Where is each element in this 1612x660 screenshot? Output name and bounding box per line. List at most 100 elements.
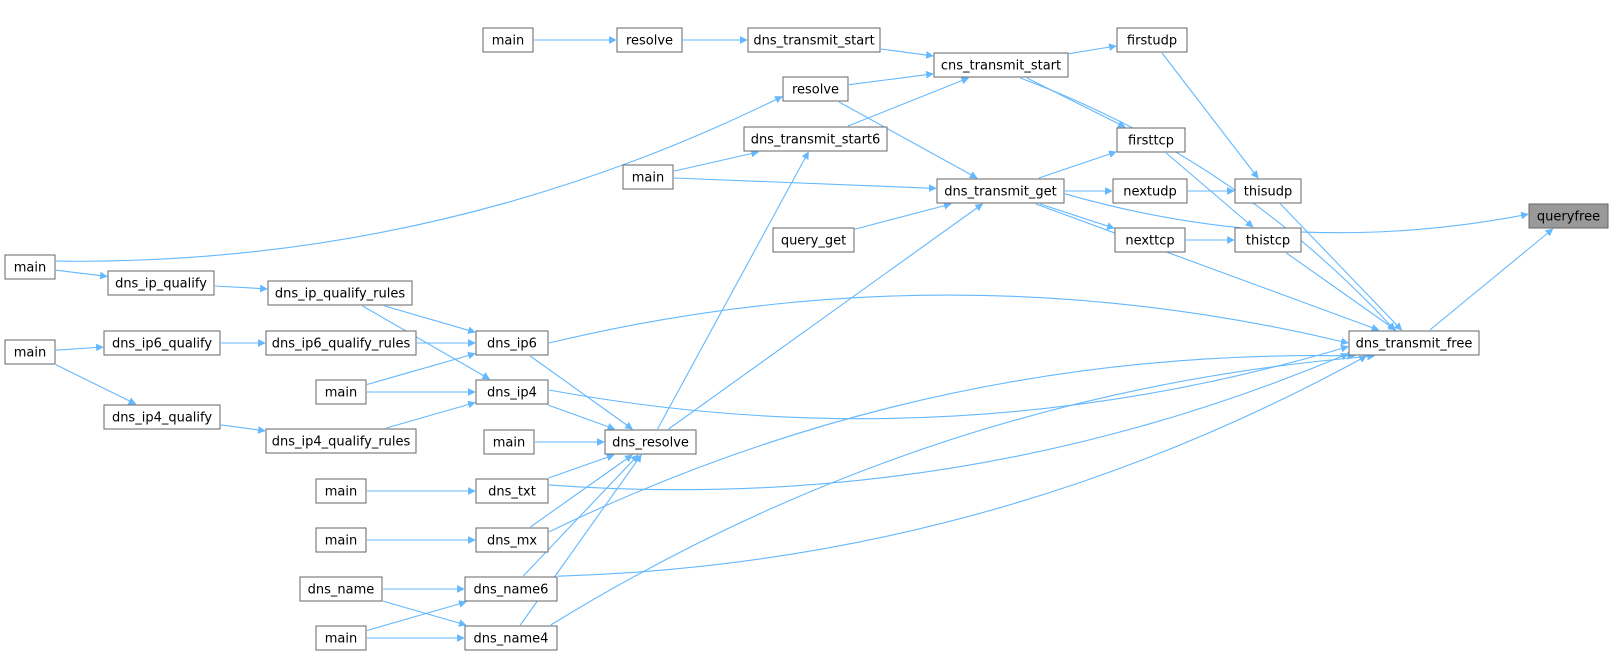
node-main-8[interactable]: main	[315, 527, 367, 553]
node-label: dns_resolve	[612, 436, 689, 451]
node-dns-ip4-qualify-rules[interactable]: dns_ip4_qualify_rules	[265, 428, 417, 454]
node-box	[103, 404, 221, 430]
node-dns-transmit-start[interactable]: dns_transmit_start	[747, 27, 881, 53]
node-label: queryfree	[1537, 210, 1600, 225]
edge-thistcp-to-dns_transmit_free	[1286, 252, 1397, 331]
node-box	[1234, 227, 1302, 253]
node-dns-ip6[interactable]: dns_ip6	[475, 330, 549, 356]
edge-dns_transmit_free-to-queryfree	[1429, 228, 1554, 331]
node-main-4[interactable]: main	[4, 339, 56, 365]
edges-layer	[55, 36, 1554, 642]
edge-main_5-to-dns_ip6	[366, 351, 476, 386]
node-dns-transmit-get[interactable]: dns_transmit_get	[936, 178, 1065, 204]
node-label: nexttcp	[1125, 234, 1174, 249]
node-dns-name4[interactable]: dns_name4	[464, 625, 558, 651]
node-nextudp[interactable]: nextudp	[1112, 178, 1188, 204]
edge-main_9-to-dns_name6	[366, 600, 467, 632]
edge-query_get-to-dns_transmit_get	[854, 202, 952, 230]
edge-cns_transmit_start-to-firsttcp	[1026, 77, 1126, 128]
node-firstudp[interactable]: firstudp	[1116, 27, 1188, 53]
node-main-2[interactable]: main	[622, 164, 674, 190]
node-label: main	[14, 346, 46, 361]
edge-dns_resolve-to-dns_transmit_start6	[657, 151, 809, 430]
node-dns-ip4-qualify[interactable]: dns_ip4_qualify	[103, 404, 221, 430]
node-box	[4, 254, 56, 280]
node-thistcp[interactable]: thistcp	[1234, 227, 1302, 253]
node-main-5[interactable]: main	[315, 379, 367, 405]
node-box	[4, 339, 56, 365]
node-label: query_get	[781, 234, 846, 249]
node-box	[747, 27, 881, 53]
node-box	[743, 126, 888, 152]
edge-firstudp-to-thisudp	[1161, 52, 1259, 179]
edge-dns_txt-to-dns_resolve	[548, 453, 615, 479]
node-resolve-1[interactable]: resolve	[616, 27, 683, 53]
node-thisudp[interactable]: thisudp	[1234, 178, 1302, 204]
edge-thisudp-to-dns_transmit_free	[1280, 203, 1403, 331]
node-label: dns_ip6_qualify_rules	[272, 337, 411, 352]
edge-dns_mx-to-dns_transmit_free	[548, 352, 1356, 533]
edge-main_2-to-dns_transmit_get	[673, 177, 937, 192]
node-dns-txt[interactable]: dns_txt	[475, 478, 549, 504]
node-query-get[interactable]: query_get	[772, 227, 855, 253]
node-main-9[interactable]: main	[315, 625, 367, 651]
node-dns-ip-qualify-rules[interactable]: dns_ip_qualify_rules	[267, 280, 413, 306]
node-box	[1114, 227, 1186, 253]
node-main-3[interactable]: main	[4, 254, 56, 280]
edge-dns_ip_qualify-to-dns_ip_qualify_rules	[214, 284, 268, 293]
node-queryfree[interactable]: queryfree	[1528, 203, 1609, 229]
node-dns-transmit-free[interactable]: dns_transmit_free	[1348, 330, 1480, 356]
node-box	[475, 330, 549, 356]
node-box	[265, 330, 417, 356]
node-dns-ip6-qualify-rules[interactable]: dns_ip6_qualify_rules	[265, 330, 417, 356]
node-box	[265, 428, 417, 454]
node-main-1[interactable]: main	[482, 27, 534, 53]
node-box	[782, 76, 849, 102]
edge-dns_transmit_start6-to-cns_transmit_start	[847, 76, 970, 127]
node-dns-name6[interactable]: dns_name6	[464, 576, 558, 602]
node-label: dns_ip_qualify_rules	[275, 287, 406, 302]
node-box	[936, 178, 1065, 204]
node-box	[1116, 27, 1188, 53]
node-box	[464, 576, 558, 602]
node-label: dns_ip4	[487, 386, 537, 401]
node-label: dns_ip_qualify	[115, 277, 207, 292]
node-label: thisudp	[1244, 185, 1292, 200]
node-box	[107, 270, 215, 296]
node-main-7[interactable]: main	[315, 478, 367, 504]
node-resolve-2[interactable]: resolve	[782, 76, 849, 102]
edge-dns_transmit_get-to-nexttcp	[1040, 203, 1115, 230]
node-box	[475, 379, 549, 405]
node-box	[1234, 178, 1302, 204]
edge-main_2-to-dns_transmit_start6	[673, 149, 759, 172]
edge-resolve_2-to-cns_transmit_start	[848, 70, 934, 86]
node-dns-ip-qualify[interactable]: dns_ip_qualify	[107, 270, 215, 296]
node-label: dns_transmit_get	[944, 185, 1056, 200]
node-label: main	[493, 436, 525, 451]
node-nexttcp[interactable]: nexttcp	[1114, 227, 1186, 253]
node-label: dns_ip6	[487, 337, 537, 352]
node-label: firstudp	[1127, 34, 1177, 49]
edge-dns_name4-to-dns_transmit_free	[550, 352, 1375, 626]
node-main-6[interactable]: main	[483, 429, 535, 455]
node-label: dns_transmit_start	[753, 34, 874, 49]
node-dns-resolve[interactable]: dns_resolve	[604, 429, 697, 455]
node-label: main	[632, 171, 664, 186]
node-label: main	[325, 632, 357, 647]
node-cns-transmit-start[interactable]: cns_transmit_start	[933, 52, 1069, 78]
edge-dns_name-to-dns_name4	[382, 600, 467, 627]
node-dns-transmit-start6[interactable]: dns_transmit_start6	[743, 126, 888, 152]
node-dns-ip6-qualify[interactable]: dns_ip6_qualify	[103, 330, 221, 356]
node-box	[1112, 178, 1188, 204]
node-box	[315, 625, 367, 651]
node-box	[315, 527, 367, 553]
node-label: dns_ip6_qualify	[112, 337, 212, 352]
node-box	[475, 527, 549, 553]
node-box	[772, 227, 855, 253]
node-dns-mx[interactable]: dns_mx	[475, 527, 549, 553]
node-dns-ip4[interactable]: dns_ip4	[475, 379, 549, 405]
node-firsttcp[interactable]: firsttcp	[1116, 127, 1186, 153]
node-dns-name[interactable]: dns_name	[299, 576, 383, 602]
edge-dns_name6-to-dns_resolve	[522, 454, 639, 577]
